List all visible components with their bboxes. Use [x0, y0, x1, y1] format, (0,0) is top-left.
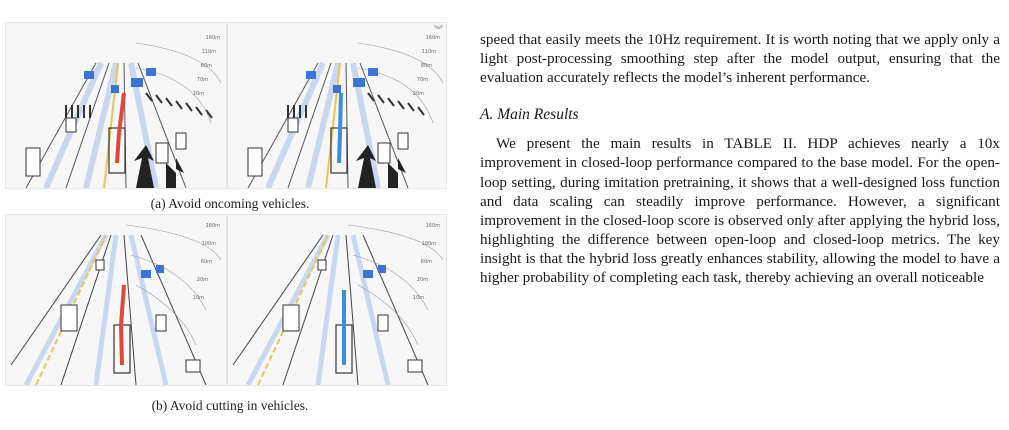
paragraph-main-results: We present the main results in TABLE II.…: [480, 135, 1000, 287]
driving-scene-b-left: [10, 224, 222, 385]
paragraph-intro: speed that easily meets the 10Hz require…: [480, 31, 1000, 87]
scene-panel-b-left: 160m 100m 60m 20m 10m: [5, 214, 227, 386]
subfigure-caption-b: (b) Avoid cutting in vehicles.: [151, 398, 309, 413]
distance-label: 20m: [192, 91, 204, 97]
section-title: A. Main Results: [480, 106, 579, 124]
distance-label: 100m: [201, 241, 216, 247]
distance-label: 160m: [425, 223, 440, 229]
distance-label: 20m: [416, 277, 428, 283]
chevron-double-down-icon[interactable]: ︾: [434, 26, 444, 36]
distance-label: 70m: [196, 77, 208, 83]
distance-label: 110m: [421, 49, 436, 55]
distance-label: 10m: [192, 295, 204, 301]
distance-label: 160m: [205, 35, 220, 41]
planned-trajectory-left-b: [118, 284, 126, 366]
distance-label: 100m: [421, 241, 436, 247]
driving-scene-b-right: [232, 224, 444, 385]
subfigure-caption-a: (a) Avoid oncoming vehicles.: [150, 196, 310, 211]
planned-trajectory-left-a: [115, 92, 126, 164]
distance-label: 60m: [200, 259, 212, 265]
driving-scene-a-right: [247, 42, 444, 188]
driving-scene-a-left: [25, 42, 222, 188]
distance-label: 10m: [412, 295, 424, 301]
distance-label: 110m: [201, 49, 216, 55]
body-text-column: speed that easily meets the 10Hz require…: [480, 30, 1000, 287]
scene-panel-a-right: ︾ 160m 110m 80m 70m 20m: [227, 22, 447, 189]
distance-label: 20m: [196, 277, 208, 283]
distance-label: 80m: [420, 63, 432, 69]
figure: 160m 110m 80m 70m 20m: [0, 0, 460, 430]
distance-label: 60m: [420, 259, 432, 265]
distance-label: 160m: [205, 223, 220, 229]
scene-panel-b-right: 160m 100m 60m 20m 10m: [227, 214, 447, 386]
distance-label: 160m: [425, 35, 440, 41]
scene-panel-a-left: 160m 110m 80m 70m 20m: [5, 22, 227, 189]
distance-label: 70m: [416, 77, 428, 83]
distance-label: 80m: [200, 63, 212, 69]
distance-label: 20m: [412, 91, 424, 97]
planned-trajectory-right-a: [337, 92, 343, 164]
